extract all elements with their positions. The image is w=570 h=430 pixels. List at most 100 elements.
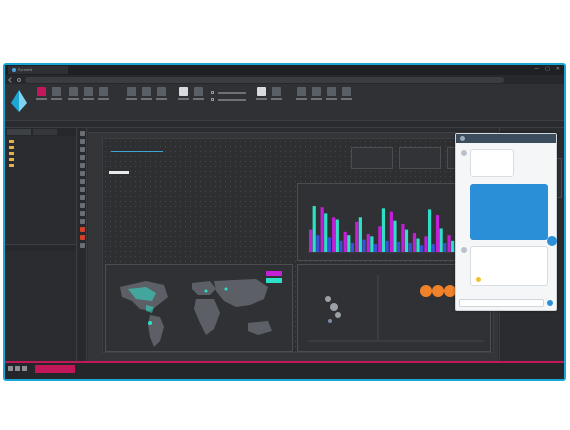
bar[interactable]: [389, 211, 393, 252]
ribbon-button[interactable]: [67, 87, 79, 107]
bar[interactable]: [316, 235, 320, 252]
bar[interactable]: [339, 240, 343, 252]
browser-tab[interactable]: Pyramid: [8, 66, 68, 74]
tool-icon[interactable]: [79, 171, 85, 176]
ribbon-options: [211, 87, 246, 113]
bar[interactable]: [358, 217, 362, 252]
ribbon-button[interactable]: [192, 87, 204, 107]
bar[interactable]: [355, 221, 359, 252]
tool-icon[interactable]: [79, 243, 85, 248]
tool-icon[interactable]: [79, 235, 85, 240]
ribbon-button[interactable]: [177, 87, 189, 107]
ribbon-button[interactable]: [295, 87, 307, 107]
close-button[interactable]: ✕: [555, 66, 560, 72]
ribbon-button[interactable]: [325, 87, 337, 107]
nav-icon[interactable]: [15, 366, 20, 371]
option-checkbox[interactable]: [211, 98, 214, 101]
ribbon-button[interactable]: [340, 87, 352, 107]
ribbon-button[interactable]: [140, 87, 152, 107]
bar[interactable]: [332, 217, 336, 252]
left-panel-section[interactable]: [5, 244, 76, 251]
bar[interactable]: [347, 235, 351, 252]
send-icon[interactable]: [547, 300, 553, 306]
bar[interactable]: [335, 219, 339, 252]
page-tab[interactable]: [35, 365, 75, 373]
tree-item[interactable]: [9, 163, 72, 168]
bar[interactable]: [416, 238, 420, 252]
bar[interactable]: [451, 240, 455, 252]
reload-icon[interactable]: [17, 77, 21, 82]
tool-icon[interactable]: [79, 227, 85, 232]
tree-item[interactable]: [9, 157, 72, 162]
bar[interactable]: [381, 208, 386, 252]
kpi-card[interactable]: [351, 147, 393, 169]
left-panel-tab[interactable]: [33, 129, 57, 135]
bar[interactable]: [443, 243, 447, 252]
maximize-button[interactable]: ▢: [545, 66, 550, 72]
bar[interactable]: [427, 209, 432, 252]
tree-item[interactable]: [9, 145, 72, 150]
minimize-button[interactable]: —: [534, 66, 540, 72]
bar[interactable]: [350, 243, 355, 252]
chat-toggle-button[interactable]: [547, 236, 557, 246]
bar[interactable]: [420, 245, 424, 252]
bar[interactable]: [404, 229, 409, 252]
bar[interactable]: [370, 236, 374, 252]
bar[interactable]: [439, 228, 443, 252]
bar[interactable]: [424, 236, 428, 252]
back-icon[interactable]: [8, 76, 14, 83]
ribbon-button[interactable]: [270, 87, 282, 107]
ribbon-button[interactable]: [255, 87, 267, 107]
tool-icon[interactable]: [79, 211, 85, 216]
option-checkbox[interactable]: [211, 91, 214, 94]
ribbon-button[interactable]: [155, 87, 167, 107]
bar[interactable]: [431, 244, 435, 252]
chat-input[interactable]: [459, 299, 544, 307]
ribbon-button[interactable]: [82, 87, 94, 107]
ribbon-button[interactable]: [125, 87, 137, 107]
dashboard-page[interactable]: [102, 138, 494, 353]
bar[interactable]: [373, 244, 378, 252]
bar[interactable]: [309, 229, 313, 252]
kpi-card[interactable]: [399, 147, 441, 169]
bar[interactable]: [320, 207, 324, 252]
ribbon-group-2: [67, 87, 109, 113]
nav-icon[interactable]: [22, 366, 27, 371]
tool-icon[interactable]: [79, 163, 85, 168]
tool-icon[interactable]: [79, 219, 85, 224]
ribbon-button[interactable]: [35, 87, 47, 107]
ribbon-button[interactable]: [310, 87, 322, 107]
bar[interactable]: [366, 234, 370, 252]
tool-icon[interactable]: [79, 139, 85, 144]
bar[interactable]: [435, 215, 440, 252]
tool-icon[interactable]: [79, 155, 85, 160]
bar[interactable]: [408, 243, 412, 252]
map-panel[interactable]: [105, 264, 293, 352]
tree-item[interactable]: [9, 151, 72, 156]
bar[interactable]: [401, 224, 405, 252]
bar[interactable]: [393, 220, 397, 252]
tool-icon[interactable]: [79, 147, 85, 152]
tool-icon[interactable]: [79, 203, 85, 208]
bar[interactable]: [312, 206, 316, 252]
left-panel-tab[interactable]: [7, 129, 31, 135]
bar[interactable]: [447, 235, 451, 252]
bar[interactable]: [412, 232, 417, 252]
bar[interactable]: [378, 226, 382, 252]
bar[interactable]: [362, 239, 366, 252]
bar[interactable]: [324, 213, 328, 252]
tool-icon[interactable]: [79, 187, 85, 192]
nav-icon[interactable]: [8, 366, 13, 371]
tree-item[interactable]: [9, 139, 72, 144]
tool-icon[interactable]: [79, 195, 85, 200]
address-input[interactable]: [25, 76, 504, 83]
tool-icon[interactable]: [79, 179, 85, 184]
bar[interactable]: [385, 240, 389, 252]
filter-bar[interactable]: [109, 171, 129, 174]
bar[interactable]: [396, 241, 401, 252]
bar[interactable]: [343, 231, 347, 252]
ribbon-button[interactable]: [50, 87, 62, 107]
tool-icon[interactable]: [79, 131, 85, 136]
bar[interactable]: [327, 237, 331, 252]
ribbon-button[interactable]: [97, 87, 109, 107]
